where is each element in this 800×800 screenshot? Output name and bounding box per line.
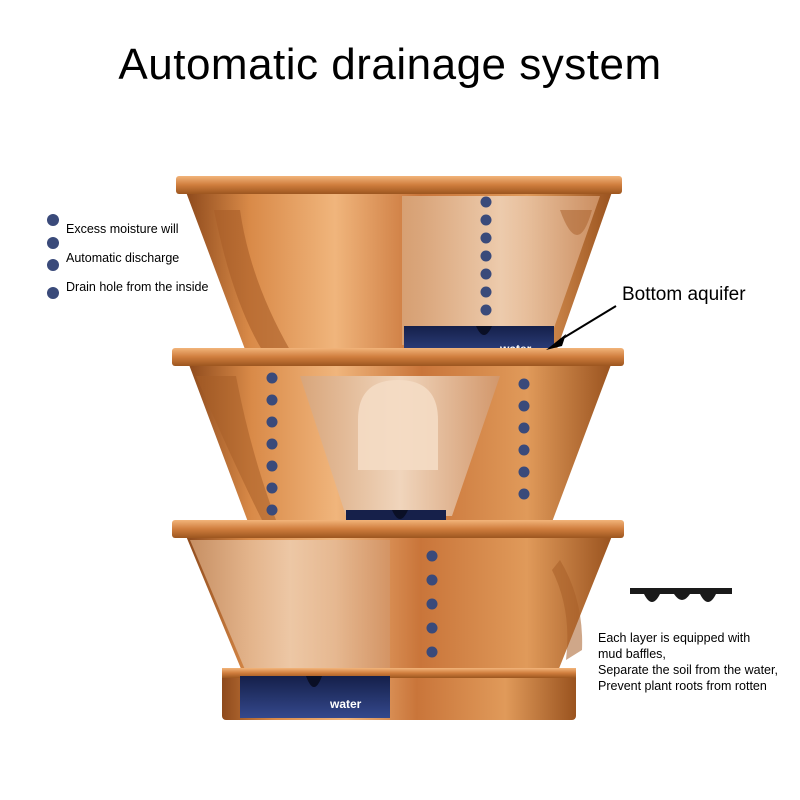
water-drop-icon — [518, 400, 530, 412]
water-drop-icon — [426, 646, 438, 658]
water-drop-icon — [518, 488, 530, 500]
water-drop-icon — [47, 287, 59, 299]
water-drop-icon — [266, 416, 278, 428]
drainage-drops — [266, 196, 530, 658]
legend-item-label: Automatic discharge — [66, 251, 180, 265]
water-drop-icon — [266, 372, 278, 384]
water-drop-icon — [47, 237, 59, 249]
bottom-tier: water — [172, 520, 624, 720]
water-drop-icon — [480, 268, 492, 280]
middle-pot-rim — [172, 348, 624, 366]
legend-item-label: Excess moisture will — [66, 222, 179, 236]
legend-item-label: Drain hole from the inside — [66, 280, 209, 294]
water-drop-icon — [266, 438, 278, 450]
mud-baffle-note: Each layer is equipped with mud baffles,… — [598, 630, 778, 694]
water-drop-icon — [480, 196, 492, 208]
middle-tier — [172, 348, 624, 532]
water-drop-icon — [426, 598, 438, 610]
note-line: Each layer is equipped with — [598, 631, 751, 645]
water-drop-icon — [518, 444, 530, 456]
water-drop-icon — [480, 304, 492, 316]
top-tier: water — [176, 176, 622, 360]
water-drop-icon — [518, 378, 530, 390]
water-drop-icon — [266, 482, 278, 494]
bottom-pot-rim — [172, 520, 624, 538]
note-line: Prevent plant roots from rotten — [598, 679, 767, 693]
bottom-aquifer-arrow — [546, 305, 617, 350]
mud-baffle-illustration — [630, 588, 732, 602]
note-line: Separate the soil from the water, — [598, 663, 778, 677]
water-drop-icon — [47, 259, 59, 271]
water-drop-icon — [266, 460, 278, 472]
top-pot-cutaway — [402, 196, 600, 345]
water-drop-icon — [47, 214, 59, 226]
water-drop-icon — [426, 622, 438, 634]
water-drop-icon — [518, 422, 530, 434]
bottom-aquifer-label: Bottom aquifer — [622, 284, 746, 305]
water-drop-icon — [480, 250, 492, 262]
water-label: water — [329, 697, 362, 711]
water-drop-icon — [266, 394, 278, 406]
water-drop-icon — [426, 574, 438, 586]
water-drop-icon — [480, 286, 492, 298]
bottom-pot-cutaway — [190, 540, 390, 672]
water-drop-icon — [518, 466, 530, 478]
note-line: mud baffles, — [598, 647, 666, 661]
water-drop-icon — [480, 214, 492, 226]
top-pot-rim — [176, 176, 622, 194]
water-drop-icon — [426, 550, 438, 562]
water-drop-icon — [480, 232, 492, 244]
page-title: Automatic drainage system — [118, 40, 662, 89]
water-drop-icon — [266, 504, 278, 516]
